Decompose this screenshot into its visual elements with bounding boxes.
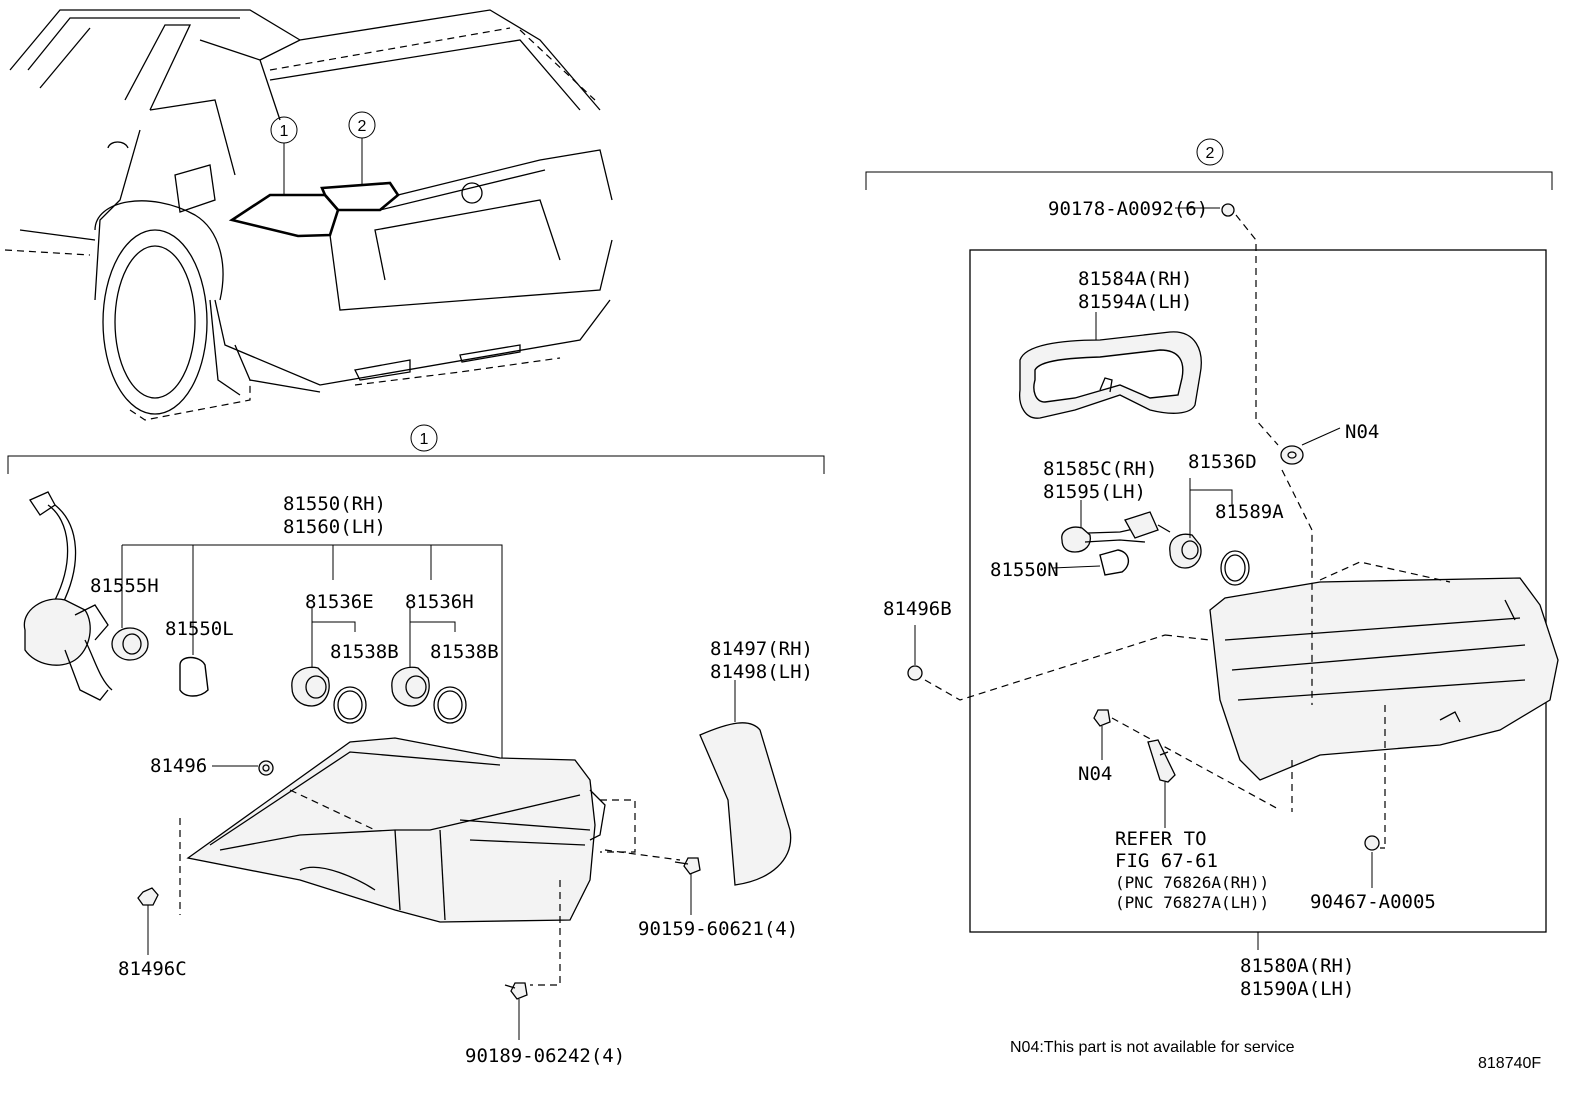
label-81536h: 81536H xyxy=(405,591,474,613)
label-81550l: 81550L xyxy=(165,618,234,640)
label-81538b-2: 81538B xyxy=(430,641,499,663)
label-81538b-1: 81538B xyxy=(330,641,399,663)
callout-1: 1 xyxy=(280,123,289,140)
label-81498-lh: 81498(LH) xyxy=(710,661,813,683)
vehicle-illustration: 1 2 xyxy=(4,9,613,421)
label-refer-pnc-rh: (PNC 76826A(RH)) xyxy=(1115,873,1269,892)
label-81496c: 81496C xyxy=(118,958,187,980)
label-81550-rh: 81550(RH) xyxy=(283,493,386,515)
group-2-callout: 2 xyxy=(1206,145,1215,162)
label-90159-60621: 90159-60621(4) xyxy=(638,918,798,940)
label-n04-screw: N04 xyxy=(1078,763,1112,785)
label-81590a-lh: 81590A(LH) xyxy=(1240,978,1354,1000)
label-81497-rh: 81497(RH) xyxy=(710,638,813,660)
label-refer-pnc-lh: (PNC 76827A(LH)) xyxy=(1115,893,1269,912)
label-n04-clip: N04 xyxy=(1345,421,1379,443)
group-1-callout: 1 xyxy=(420,431,429,448)
label-81496b: 81496B xyxy=(883,598,952,620)
label-81536d: 81536D xyxy=(1188,451,1257,473)
label-81584a-rh: 81584A(RH) xyxy=(1078,268,1192,290)
label-81594a-lh: 81594A(LH) xyxy=(1078,291,1192,313)
label-81496: 81496 xyxy=(150,755,207,777)
label-90178-a0092: 90178-A0092(6) xyxy=(1048,198,1208,220)
label-90189-06242: 90189-06242(4) xyxy=(465,1045,625,1067)
group-1-bracket: 1 xyxy=(7,424,825,474)
callout-2: 2 xyxy=(358,118,367,135)
label-refer-fig: FIG 67-61 xyxy=(1115,850,1218,872)
label-81585c-rh: 81585C(RH) xyxy=(1043,458,1157,480)
label-81550n: 81550N xyxy=(990,559,1059,581)
label-81595-lh: 81595(LH) xyxy=(1043,481,1146,503)
left-assembly xyxy=(23,491,792,1040)
labels: 90178-A0092(6) 81584A(RH) 81594A(LH) N04… xyxy=(90,198,1541,1072)
label-90467-a0005: 90467-A0005 xyxy=(1310,891,1436,913)
right-assembly xyxy=(907,203,1559,950)
label-81555h: 81555H xyxy=(90,575,159,597)
label-81580a-rh: 81580A(RH) xyxy=(1240,955,1354,977)
label-81536e: 81536E xyxy=(305,591,374,613)
footnote: N04:This part is not available for servi… xyxy=(1010,1039,1295,1056)
label-refer-to: REFER TO xyxy=(1115,828,1207,850)
group-2-bracket: 2 xyxy=(865,138,1553,933)
label-81589a: 81589A xyxy=(1215,501,1284,523)
diagram-id: 818740F xyxy=(1478,1055,1541,1072)
label-81560-lh: 81560(LH) xyxy=(283,516,386,538)
